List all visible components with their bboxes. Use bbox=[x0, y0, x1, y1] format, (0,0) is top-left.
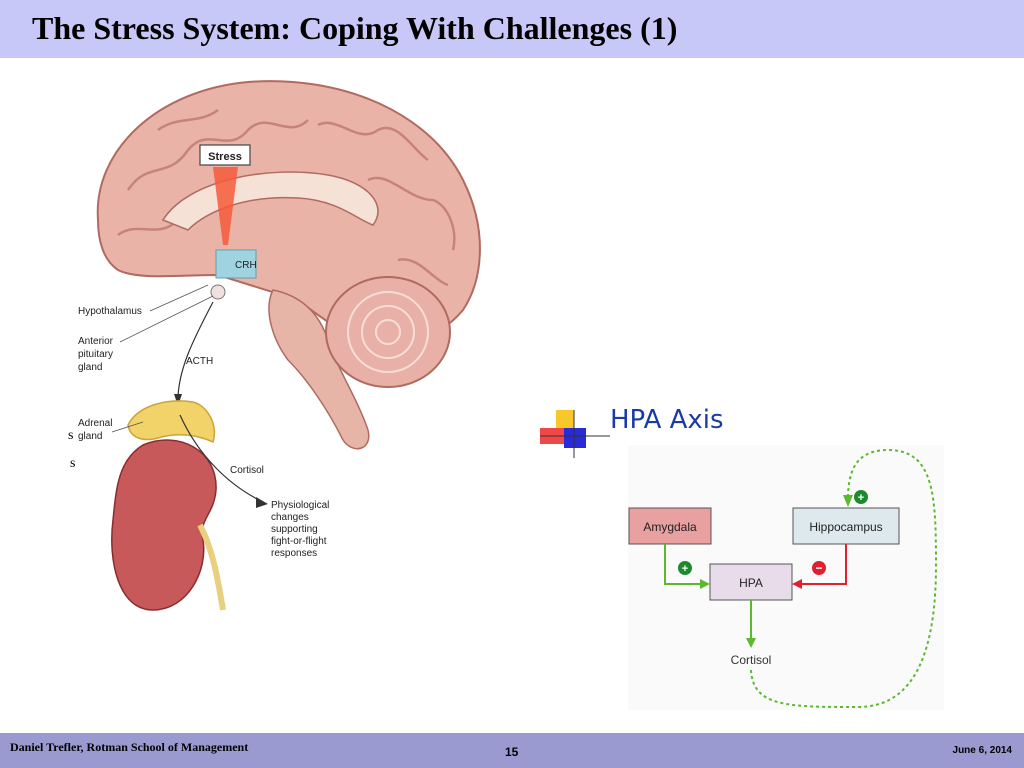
adrenal-gland-label: Adrenal gland bbox=[78, 418, 115, 442]
brain-gyri bbox=[117, 108, 456, 287]
hpa-axis-diagram: + Amygdala Hippocampus HPA Cortisol + − bbox=[628, 445, 944, 710]
pituitary bbox=[210, 284, 226, 300]
cortisol-arrow-icon bbox=[179, 414, 264, 503]
physiological-changes-label: Physiological changes supporting fight-o… bbox=[271, 500, 332, 559]
amygdala-to-hpa-arrow bbox=[664, 544, 702, 585]
anterior-pituitary-label: Anterior pituitary gland bbox=[78, 336, 116, 373]
hippocampus-plus-sign: + bbox=[858, 492, 864, 504]
anterior-pituitary-line-3: gland bbox=[78, 362, 102, 373]
crh-label: CRH bbox=[235, 260, 257, 271]
title-bar: The Stress System: Coping With Challenge… bbox=[0, 0, 1024, 58]
ureter bbox=[197, 523, 226, 611]
anterior-pituitary-line-1: Anterior bbox=[78, 336, 114, 347]
acth-label: ACTH bbox=[186, 356, 213, 367]
amygdala-label: Amygdala bbox=[643, 520, 697, 534]
amygdala-plus-icon bbox=[678, 561, 692, 575]
stress-arrow-icon bbox=[213, 167, 238, 245]
adrenal-gland bbox=[127, 400, 215, 444]
adrenal-gland-line-2: gland bbox=[78, 431, 102, 442]
brainstem bbox=[268, 289, 370, 450]
hpa-node bbox=[709, 563, 793, 601]
anterior-pituitary-line-2: pituitary bbox=[78, 349, 113, 360]
physiological-line-3: supporting bbox=[271, 524, 318, 535]
physiological-line-1: Physiological bbox=[271, 500, 329, 511]
stress-label: Stress bbox=[208, 151, 242, 163]
brain-adrenal-illustration: Stress CRH Hypothalamus Anterior pituita… bbox=[78, 80, 481, 611]
acth-arrow-icon bbox=[177, 301, 214, 401]
physiological-line-4: fight-or-flight bbox=[271, 536, 327, 547]
amygdala-node bbox=[628, 507, 712, 545]
footer-bar: Daniel Trefler, Rotman School of Managem… bbox=[0, 733, 1024, 768]
hippocampus-minus-icon bbox=[812, 561, 826, 575]
physiological-line-5: responses bbox=[271, 548, 317, 559]
adrenal-gland-line-1: Adrenal bbox=[78, 418, 112, 429]
stray-mark: s bbox=[68, 428, 74, 443]
hypothalamus-label: Hypothalamus bbox=[78, 306, 142, 317]
physiological-line-2: changes bbox=[271, 512, 309, 523]
amygdala-plus-sign: + bbox=[682, 563, 688, 575]
slide-title: The Stress System: Coping With Challenge… bbox=[32, 10, 678, 46]
hippocampus-label: Hippocampus bbox=[809, 520, 882, 534]
decorative-bullet-icon bbox=[540, 410, 610, 458]
hpa-heading: HPA Axis bbox=[610, 405, 724, 435]
stray-mark: s bbox=[70, 456, 76, 471]
kidney bbox=[111, 439, 217, 611]
page-number: 15 bbox=[505, 745, 519, 759]
cortisol-node-label: Cortisol bbox=[731, 653, 772, 667]
footer-author: Daniel Trefler, Rotman School of Managem… bbox=[10, 740, 249, 754]
hpa-label: HPA bbox=[739, 576, 763, 590]
cerebellum bbox=[325, 276, 451, 388]
hippocampus-minus-sign: − bbox=[815, 561, 822, 575]
cerebellum-folds bbox=[347, 291, 429, 373]
hippocampus-to-hpa-arrow bbox=[800, 544, 847, 585]
cortisol-label: Cortisol bbox=[230, 465, 264, 476]
stress-box bbox=[199, 144, 251, 166]
hippocampus-plus-icon bbox=[854, 490, 868, 504]
footer-date: June 6, 2014 bbox=[952, 745, 1012, 756]
crh-region bbox=[215, 249, 257, 279]
